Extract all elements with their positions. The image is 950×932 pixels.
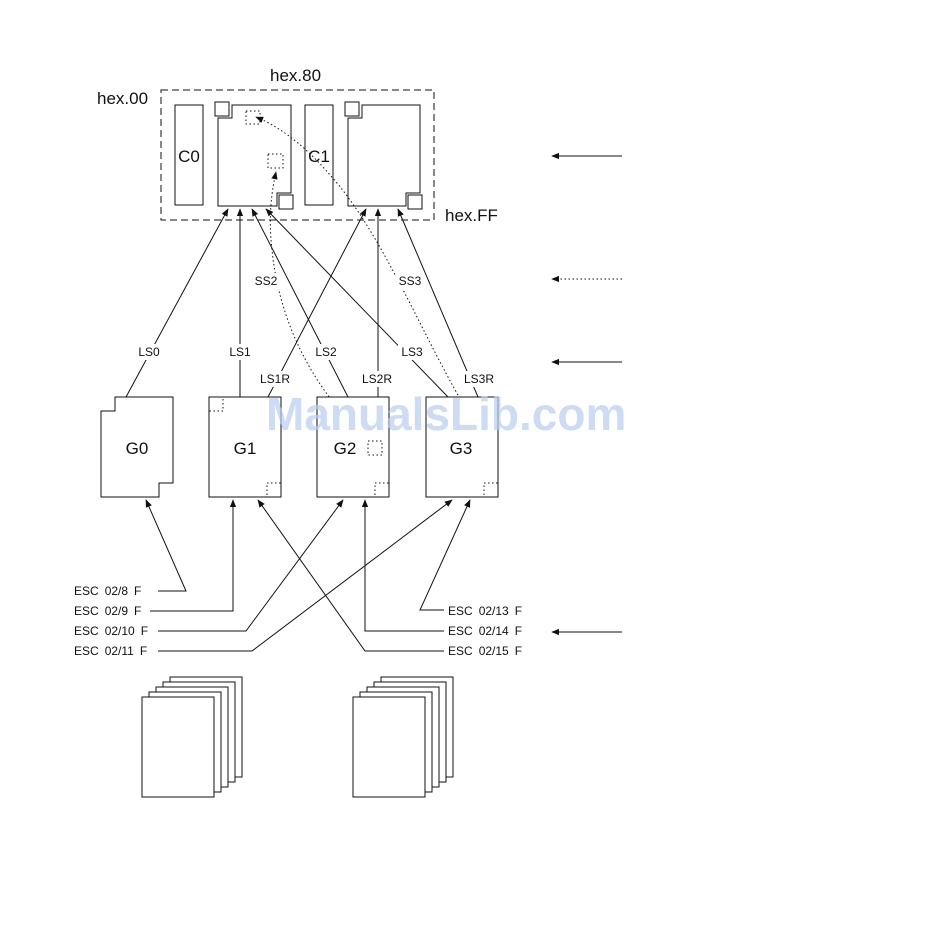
designation-arrows (146, 500, 470, 651)
repertoire-stack-left (142, 677, 242, 797)
repertoire-stack-right (353, 677, 453, 797)
gl-area (218, 105, 291, 206)
esc-0213-arrow (420, 500, 470, 610)
watermark: ManualsLib.com (266, 388, 626, 440)
hex-ff-label: hex.FF (445, 206, 498, 225)
shift-labels: LS0 LS1 LS2 LS3 LS1R LS2R LS3R SS2 SS3 (135, 273, 496, 387)
ss3-label: SS3 (399, 274, 422, 288)
g0-label: G0 (126, 439, 149, 458)
hex-00-label: hex.00 (97, 89, 148, 108)
g1-label: G1 (234, 439, 257, 458)
gl-corner-bottom (279, 195, 293, 209)
gr-corner-bottom (408, 195, 422, 209)
gl-corner-top (215, 102, 229, 116)
ss2-label: SS2 (255, 274, 278, 288)
esc-0215-arrow (258, 500, 444, 651)
c0-label: C0 (178, 147, 200, 166)
ls3-arrow (266, 209, 448, 397)
ls3r-arrow (398, 209, 478, 397)
hex-80-label: hex.80 (270, 66, 321, 85)
ls0-label: LS0 (138, 345, 160, 359)
ls1-label: LS1 (229, 345, 251, 359)
g2-label: G2 (334, 439, 357, 458)
gr-area (348, 105, 420, 206)
ls2-label: LS2 (315, 345, 337, 359)
esc-0211-arrow (158, 500, 452, 651)
c1-label: C1 (308, 147, 330, 166)
ls0-arrow (126, 209, 228, 397)
g3-label: G3 (450, 439, 473, 458)
gr-corner-top (345, 102, 359, 116)
ls3r-label: LS3R (464, 372, 494, 386)
code-table: hex.00 hex.80 hex.FF C0 C1 (97, 66, 498, 225)
esc-0214-arrow (365, 500, 444, 631)
ls3-label: LS3 (401, 345, 423, 359)
ls2r-label: LS2R (362, 372, 392, 386)
esc-0208-arrow (146, 500, 186, 591)
ls2-arrow (252, 209, 348, 397)
esc-0209-arrow (150, 500, 233, 611)
ls1r-label: LS1R (260, 372, 290, 386)
